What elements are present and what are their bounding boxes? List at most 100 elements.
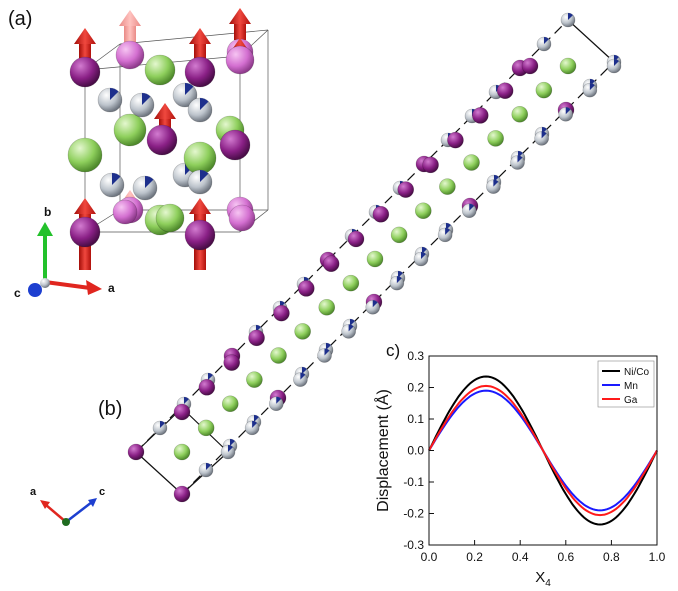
spin-marker xyxy=(614,59,619,66)
y-tick-label: -0.1 xyxy=(403,475,424,489)
spin-marker xyxy=(206,463,211,470)
spin-marker xyxy=(544,37,549,44)
ni-co-atom xyxy=(219,129,251,161)
spin-arrow-head xyxy=(189,28,211,44)
x-tick-label: 0.6 xyxy=(557,550,574,564)
y-tick-label: 0.0 xyxy=(407,444,424,458)
ga-atom xyxy=(487,130,504,147)
spin-marker xyxy=(398,271,403,278)
legend-label: Ni/Co xyxy=(624,367,649,378)
spin-marker xyxy=(565,107,571,115)
y-tick-label: -0.3 xyxy=(403,538,424,552)
ni-co-atom xyxy=(223,354,241,371)
axis-label-a-b: a xyxy=(30,486,37,498)
panel-b-supercell xyxy=(127,12,622,503)
spin-marker xyxy=(421,252,426,259)
ni-co-atom xyxy=(173,485,191,503)
cell-edge xyxy=(135,451,183,495)
spin-arrow-head xyxy=(229,8,251,24)
spin-marker xyxy=(252,420,258,428)
ga-atom xyxy=(535,81,553,99)
ni-co-atom xyxy=(198,378,216,396)
ni-co-atom xyxy=(347,230,365,248)
ni-co-atom xyxy=(69,56,101,88)
spin-marker xyxy=(200,170,209,182)
ga-atom xyxy=(463,154,480,171)
ni-co-atom xyxy=(496,82,514,100)
ni-co-atom xyxy=(127,443,145,461)
y-tick-label: 0.1 xyxy=(407,412,424,426)
ni-co-atom xyxy=(273,304,290,322)
ga-atom xyxy=(390,226,408,244)
ga-atom xyxy=(511,105,529,123)
spin-marker xyxy=(228,445,233,452)
y-axis-label: Displacement (Å) xyxy=(373,389,392,512)
spin-marker xyxy=(445,227,451,235)
ga-atom xyxy=(173,443,191,461)
y-tick-label: 0.3 xyxy=(407,349,424,363)
legend-label: Ga xyxy=(624,395,638,406)
spin-arrow-head xyxy=(74,198,96,214)
ni-co-atom xyxy=(146,124,178,156)
spin-marker xyxy=(300,372,306,380)
spin-arrow-head xyxy=(119,10,141,26)
cell-edge xyxy=(567,19,615,63)
spin-marker xyxy=(493,179,499,187)
ga-atom xyxy=(270,347,287,364)
spin-marker xyxy=(568,13,573,20)
axis-label-a: a xyxy=(108,281,115,295)
ni-co-atom xyxy=(372,205,390,223)
ni-co-atom xyxy=(184,219,216,251)
ga-atom xyxy=(439,178,456,195)
spin-marker xyxy=(185,83,194,95)
chart-series-group xyxy=(428,375,658,526)
spin-arrow-head xyxy=(74,28,96,44)
spin-arrow-head xyxy=(154,103,176,119)
panel-c-label: c) xyxy=(386,341,400,360)
ni-co-atom xyxy=(521,57,539,75)
ga-atom xyxy=(318,298,336,316)
ni-co-atom xyxy=(322,255,340,273)
ga-atom xyxy=(113,113,147,147)
spin-arrow xyxy=(234,22,246,40)
spin-marker xyxy=(517,155,523,163)
axis-label-b: b xyxy=(44,205,51,219)
spin-marker xyxy=(350,319,355,326)
y-tick-label: -0.2 xyxy=(403,507,424,521)
ga-atom xyxy=(67,137,103,173)
axis-label-c-b: c xyxy=(99,486,105,498)
ni-co-atom xyxy=(225,45,255,75)
spin-marker xyxy=(110,88,119,100)
spin-arrow-head xyxy=(189,198,211,214)
ni-co-atom xyxy=(69,216,101,248)
y-tick-label: 0.2 xyxy=(407,381,424,395)
spin-marker xyxy=(230,439,235,446)
ga-atom xyxy=(246,371,263,388)
ga-atom xyxy=(197,419,215,437)
x-tick-label: 0.8 xyxy=(603,550,620,564)
ni-co-atom xyxy=(173,403,191,421)
panel-b-label: (b) xyxy=(98,398,123,420)
ga-atom xyxy=(342,274,360,292)
ga-atom xyxy=(221,395,239,413)
panel-a-unit-cell xyxy=(67,8,269,270)
spin-marker xyxy=(348,324,354,332)
spin-marker xyxy=(208,373,213,380)
spin-marker xyxy=(145,176,154,188)
spin-marker xyxy=(184,397,189,404)
spin-marker xyxy=(112,173,121,185)
ni-co-atom xyxy=(112,199,138,225)
ni-co-atom xyxy=(471,107,489,124)
ni-co-atom xyxy=(184,56,216,88)
spin-marker xyxy=(589,83,595,91)
ni-co-atom xyxy=(248,329,265,347)
x-tick-label: 0.4 xyxy=(512,550,529,564)
axes-triad-b: a c xyxy=(30,486,105,526)
spin-marker xyxy=(324,348,330,356)
spin-marker xyxy=(302,367,307,374)
spin-marker xyxy=(276,396,282,404)
spin-marker xyxy=(326,343,331,350)
ga-atom xyxy=(559,57,577,75)
spin-marker xyxy=(422,247,427,254)
